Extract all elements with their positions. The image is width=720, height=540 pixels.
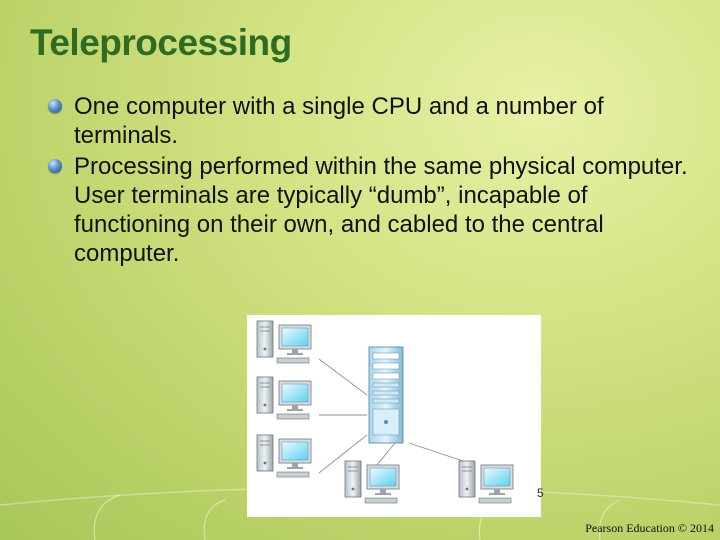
terminal-icon bbox=[458, 460, 514, 504]
bullet-icon bbox=[48, 159, 62, 173]
server-icon bbox=[368, 346, 404, 444]
bullet-item: One computer with a single CPU and a num… bbox=[48, 92, 708, 150]
teleprocessing-diagram bbox=[247, 315, 541, 517]
slide-title: Teleprocessing bbox=[30, 22, 292, 63]
bullet-text: One computer with a single CPU and a num… bbox=[74, 93, 604, 149]
bullet-icon bbox=[48, 99, 62, 113]
network-diagram bbox=[256, 320, 514, 504]
terminal-icon bbox=[256, 376, 312, 420]
bullet-list: One computer with a single CPU and a num… bbox=[48, 92, 708, 270]
terminal-icon bbox=[256, 434, 312, 478]
page-number: 5 bbox=[537, 486, 544, 500]
terminal-icon bbox=[344, 460, 400, 504]
bullet-text: Processing performed within the same phy… bbox=[74, 153, 688, 267]
copyright-text: Pearson Education © 2014 bbox=[585, 521, 714, 535]
bullet-item: Processing performed within the same phy… bbox=[48, 152, 708, 268]
terminal-icon bbox=[256, 320, 312, 364]
